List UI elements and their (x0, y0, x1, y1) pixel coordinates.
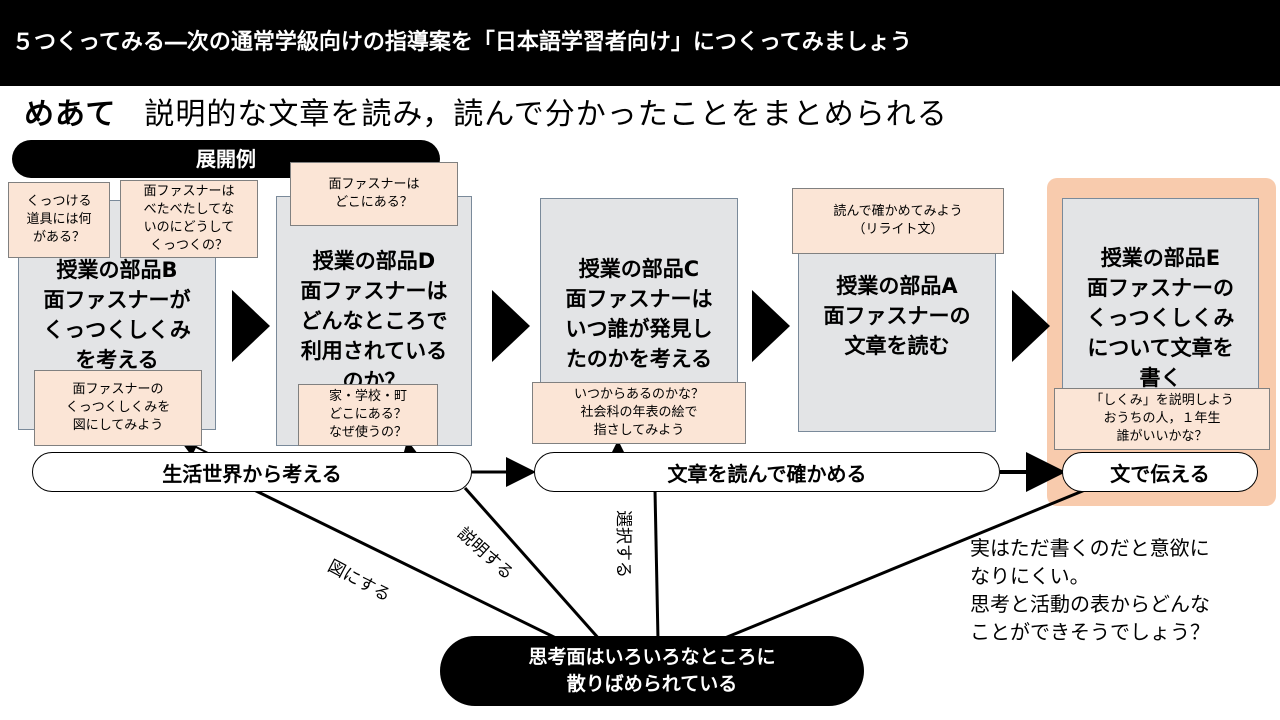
note-b-top-left: くっつける 道具には何 がある？ (8, 182, 110, 258)
goal-text: 説明的な文章を読み，読んで分かったことをまとめられる (144, 97, 948, 132)
note-a-top: 読んで確かめてみよう （リライト文） (792, 188, 1004, 254)
stage-read-confirm: 文章を読んで確かめる (534, 452, 1000, 492)
stage-life-world: 生活世界から考える (32, 452, 472, 492)
slide-title: ５つくってみる―次の通常学級向けの指導案を「日本語学習者向け」につくってみましょ… (0, 0, 1280, 86)
line-to-e (719, 488, 1086, 642)
stage-convey-text: 文で伝える (1062, 452, 1258, 492)
arrow-a-to-e (1012, 290, 1050, 362)
arrow-c-to-a (752, 290, 790, 362)
line-sentaku (653, 489, 660, 641)
note-b-top-right: 面ファスナーは べたべたしてな いのにどうして くっつくの？ (120, 180, 258, 258)
note-b-bottom: 面ファスナーの くっつくしくみを 図にしてみよう (34, 370, 202, 446)
arrow-d-to-c (492, 290, 530, 362)
question-text: 実はただ書くのだと意欲に なりにくい。 思考と活動の表からどんな ことができそう… (970, 536, 1210, 644)
goal-label: めあて (24, 97, 117, 132)
center-thinking-bubble: 思考面はいろいろなところに 散りばめられている (440, 636, 864, 706)
note-e-bottom: 「しくみ」を説明しよう おうちの人，１年生 誰がいいかな？ (1054, 388, 1270, 450)
goal-line: めあて説明的な文章を読み，読んで分かったことをまとめられる (24, 90, 948, 140)
label-sentaku-suru: 選択する (613, 510, 633, 578)
note-c-bottom: いつからあるのかな？ 社会科の年表の絵で 指さしてみよう (532, 382, 746, 444)
arrow-b-to-d (232, 290, 270, 362)
line-zu (249, 486, 561, 642)
line-setsumei (463, 487, 602, 641)
note-d-bottom: 家・学校・町 どこにある？ なぜ使うの？ (298, 384, 438, 446)
note-d-top: 面ファスナーは どこにある？ (290, 162, 458, 226)
